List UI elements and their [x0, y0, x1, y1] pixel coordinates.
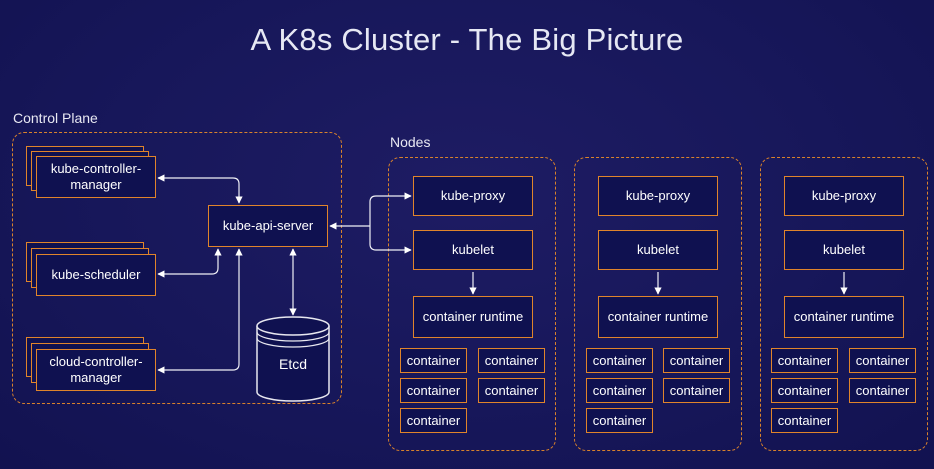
nodes-label: Nodes	[390, 134, 431, 150]
page-title: A K8s Cluster - The Big Picture	[250, 22, 684, 57]
node-3-group	[760, 157, 928, 451]
node-2-kubelet: kubelet	[598, 230, 718, 270]
node-2-kube-proxy: kube-proxy	[598, 176, 718, 216]
node-1-kube-proxy: kube-proxy	[413, 176, 533, 216]
node-2-container: container	[663, 378, 730, 403]
node-2-container: container	[663, 348, 730, 373]
node-1-container: container	[478, 378, 545, 403]
etcd-label: Etcd	[278, 356, 307, 372]
node-3-kube-proxy: kube-proxy	[784, 176, 904, 216]
control-plane-group	[12, 132, 342, 404]
node-2-container-runtime: container runtime	[598, 296, 718, 338]
node-3-kubelet: kubelet	[784, 230, 904, 270]
node-2-container: container	[586, 348, 653, 373]
node-2-group	[574, 157, 742, 451]
node-3-container: container	[771, 408, 838, 433]
node-1-container-runtime: container runtime	[413, 296, 533, 338]
cloud-controller-manager-box: cloud-controller- manager	[36, 349, 156, 391]
node-1-kubelet: kubelet	[413, 230, 533, 270]
kube-controller-manager-box: kube-controller- manager	[36, 156, 156, 198]
node-1-container: container	[478, 348, 545, 373]
kube-scheduler-box: kube-scheduler	[36, 254, 156, 296]
node-3-container: container	[849, 378, 916, 403]
node-1-group	[388, 157, 556, 451]
node-3-container: container	[771, 378, 838, 403]
node-1-container: container	[400, 378, 467, 403]
node-3-container: container	[771, 348, 838, 373]
node-2-container: container	[586, 378, 653, 403]
node-2-container: container	[586, 408, 653, 433]
node-1-container: container	[400, 408, 467, 433]
node-3-container: container	[849, 348, 916, 373]
node-1-container: container	[400, 348, 467, 373]
control-plane-label: Control Plane	[13, 110, 98, 126]
node-3-container-runtime: container runtime	[784, 296, 904, 338]
kube-api-server-box: kube-api-server	[208, 205, 328, 247]
